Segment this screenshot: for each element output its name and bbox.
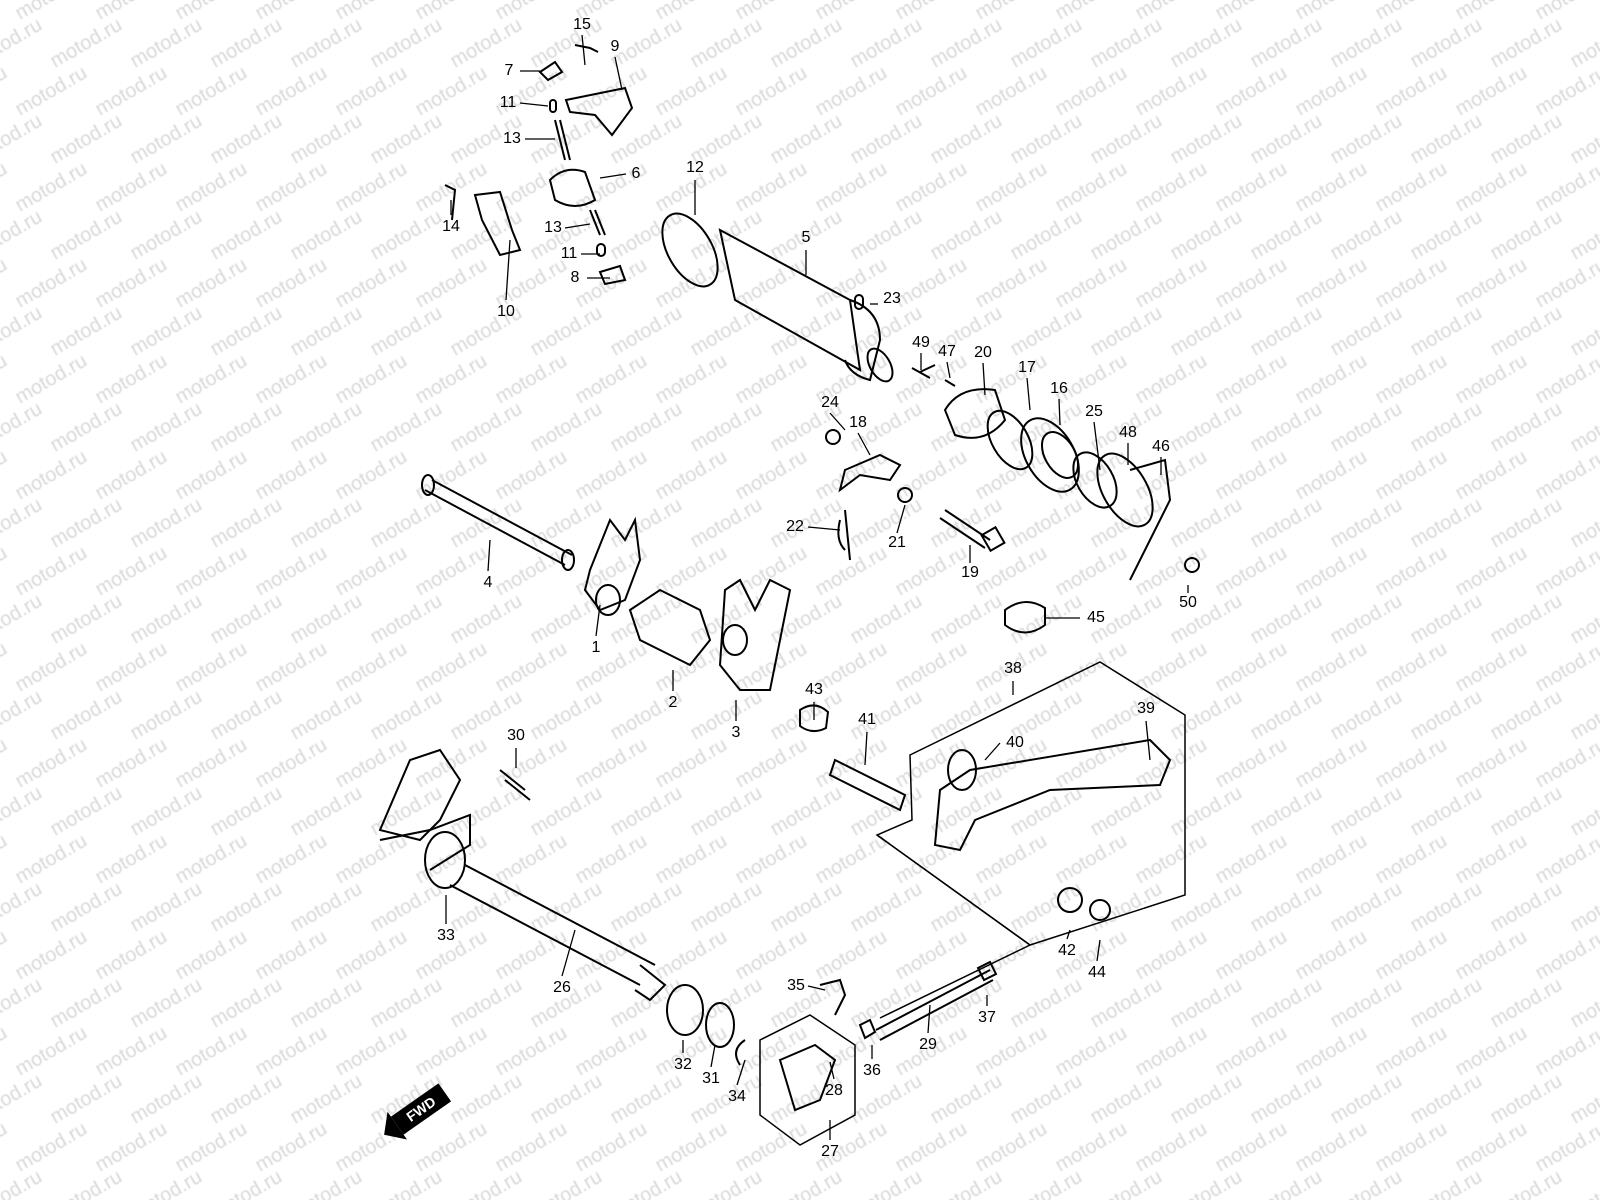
- part-callout: 38: [1004, 660, 1022, 677]
- part-callout: 48: [1119, 424, 1137, 441]
- part-callout: 31: [702, 1070, 720, 1087]
- part-callout: 42: [1058, 942, 1076, 959]
- part-callout: 46: [1152, 438, 1170, 455]
- part-callout: 19: [961, 564, 979, 581]
- part-callout: 9: [610, 38, 620, 55]
- part-callout: 33: [437, 927, 455, 944]
- gearshift-lever-assembly: [799, 661, 1186, 946]
- part-callout: 17: [1018, 359, 1036, 376]
- part-callout: 1: [591, 639, 601, 656]
- plug-45: [1004, 601, 1046, 634]
- part-callout: 41: [858, 711, 876, 728]
- part-callout: 12: [686, 159, 704, 176]
- part-callout: 40: [1006, 734, 1024, 751]
- shift-arm-parts: [825, 429, 1006, 561]
- part-callout: 34: [728, 1088, 746, 1105]
- gearshift-shaft-assembly: [378, 748, 1032, 1146]
- part-callout: 39: [1137, 700, 1155, 717]
- part-callout: 24: [821, 394, 839, 411]
- part-callout: 3: [731, 724, 741, 741]
- stopper-assembly: [444, 44, 634, 286]
- part-callout: 36: [863, 1062, 881, 1079]
- part-callout: 18: [849, 414, 867, 431]
- part-callout: 11: [560, 245, 578, 262]
- part-callout: 45: [1087, 609, 1105, 626]
- part-callout: 20: [974, 344, 992, 361]
- part-callout: 2: [668, 694, 678, 711]
- part-callout: 13: [544, 219, 562, 236]
- part-callout: 4: [483, 574, 493, 591]
- part-callout: 21: [888, 534, 906, 551]
- part-callout: 10: [497, 303, 515, 320]
- part-callout: 44: [1088, 964, 1106, 981]
- part-callout: 8: [570, 269, 580, 286]
- part-callout: 28: [825, 1082, 843, 1099]
- part-callout: 7: [504, 62, 514, 79]
- part-callout: 5: [801, 229, 811, 246]
- part-callout: 35: [787, 977, 805, 994]
- part-callout: 6: [631, 165, 641, 182]
- part-callout: 32: [674, 1056, 692, 1073]
- fork-shaft: [421, 474, 575, 571]
- part-callout: 37: [978, 1009, 996, 1026]
- shift-forks: [583, 516, 792, 691]
- part-callout: 30: [507, 727, 525, 744]
- shift-cam-drum: [661, 212, 894, 383]
- part-callout: 13: [503, 130, 521, 147]
- part-callout: 47: [938, 343, 956, 360]
- part-callout: 22: [786, 518, 804, 535]
- part-callout: 14: [442, 218, 460, 235]
- part-callout: 11: [499, 94, 517, 111]
- part-callout: 16: [1050, 380, 1068, 397]
- part-callout: 23: [883, 290, 901, 307]
- part-callout: 27: [821, 1143, 839, 1160]
- part-callout: 50: [1179, 594, 1197, 611]
- bearing-assembly: [911, 364, 1200, 581]
- part-callout: 29: [919, 1036, 937, 1053]
- part-callout: 49: [912, 334, 930, 351]
- part-callout: 25: [1085, 403, 1103, 420]
- part-callout: 43: [805, 681, 823, 698]
- part-callout: 26: [553, 979, 571, 996]
- part-callout: 15: [573, 16, 591, 33]
